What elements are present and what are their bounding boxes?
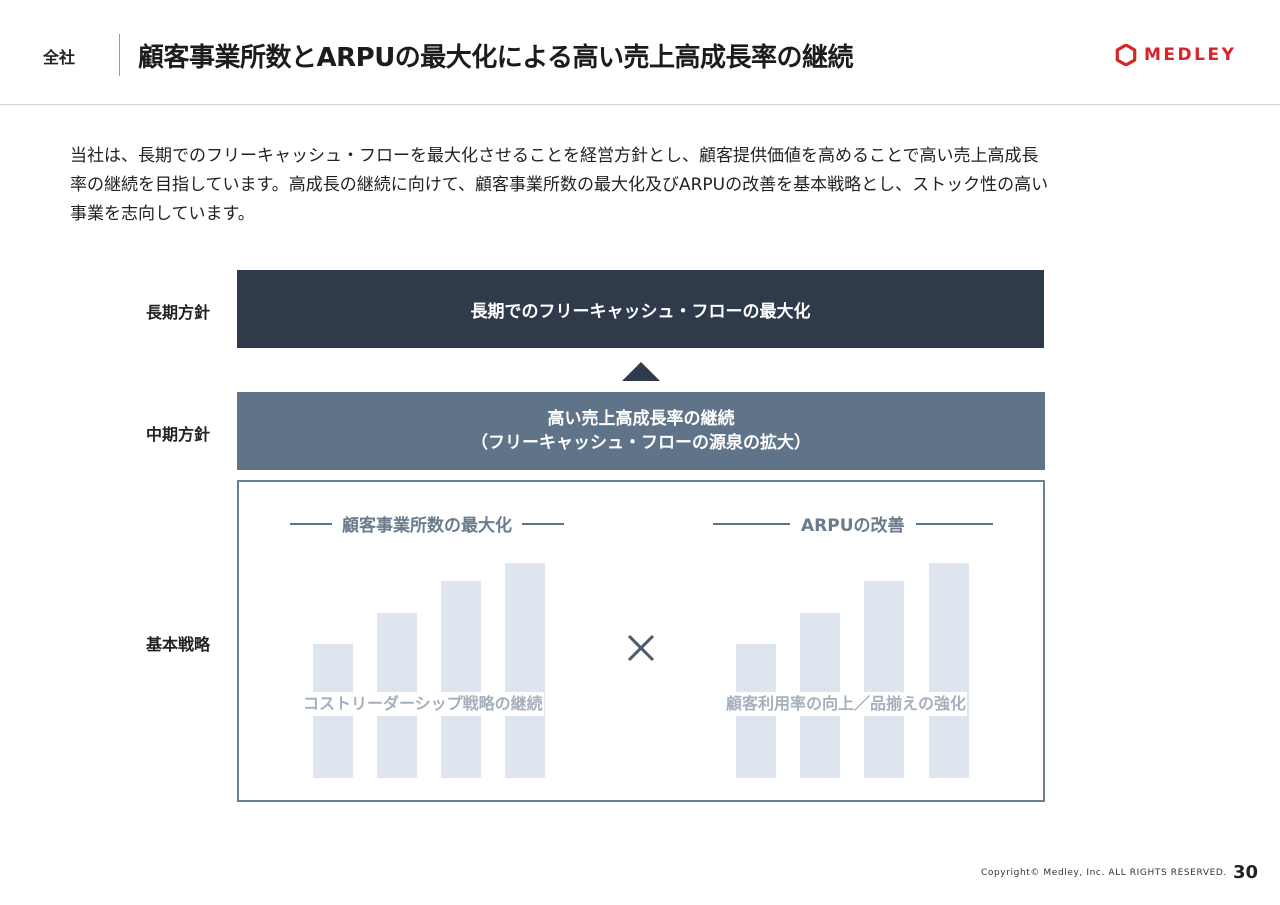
page-header: 全社 顧客事業所数とARPUの最大化による高い売上高成長率の継続 MEDLEY: [0, 0, 1280, 105]
logo-text: MEDLEY: [1144, 45, 1237, 65]
growth-bar: [929, 563, 969, 778]
mid-term-label: 中期方針: [146, 425, 211, 444]
page-title: 顧客事業所数とARPUの最大化による高い売上高成長率の継続: [138, 43, 854, 73]
up-arrow-icon: [622, 362, 660, 381]
right-strategy-heading: ARPUの改善: [713, 511, 993, 536]
intro-line: 当社は、長期でのフリーキャッシュ・フローを最大化させることを経営方針とし、顧客提…: [70, 146, 1039, 166]
header-divider: [119, 34, 120, 76]
left-strategy-heading: 顧客事業所数の最大化: [290, 511, 564, 536]
medley-logo-icon: [1115, 44, 1137, 66]
heading-rule: [915, 522, 993, 525]
heading-rule: [290, 522, 332, 525]
growth-bar: [864, 581, 904, 778]
medley-logo: MEDLEY: [1115, 43, 1236, 67]
long-term-label: 長期方針: [146, 303, 211, 322]
heading-rule: [522, 522, 564, 525]
left-strategy-title: 顧客事業所数の最大化: [342, 516, 512, 536]
right-strategy-caption: 顧客利用率の向上／品揃えの強化: [725, 692, 968, 716]
mid-term-box: 高い売上高成長率の継続 （フリーキャッシュ・フローの源泉の拡大）: [237, 392, 1045, 470]
long-term-text: 長期でのフリーキャッシュ・フローの最大化: [470, 301, 811, 322]
basic-strategy-box: [237, 480, 1045, 802]
growth-bar: [505, 563, 545, 778]
intro-paragraph: 当社は、長期でのフリーキャッシュ・フローを最大化させることを経営方針とし、顧客提…: [70, 142, 1220, 229]
intro-line: 率の継続を目指しています。高成長の継続に向けて、顧客事業所数の最大化及びARPU…: [70, 175, 1049, 195]
copyright: Copyright© Medley, Inc. ALL RIGHTS RESER…: [981, 868, 1227, 878]
page-number: 30: [1233, 862, 1259, 883]
basic-strategy-label: 基本戦略: [146, 635, 211, 654]
right-strategy-title: ARPUの改善: [801, 516, 905, 536]
left-strategy-caption: コストリーダーシップ戦略の継続: [302, 692, 544, 716]
growth-bar: [441, 581, 481, 778]
mid-term-line2: （フリーキャッシュ・フローの源泉の拡大）: [471, 433, 811, 453]
intro-line: 事業を志向しています。: [70, 204, 255, 224]
heading-rule: [713, 522, 790, 525]
long-term-box: 長期でのフリーキャッシュ・フローの最大化: [237, 270, 1044, 348]
mid-term-line1: 高い売上高成長率の継続: [547, 409, 735, 429]
section-tag: 全社: [43, 48, 76, 67]
multiply-icon: [627, 634, 655, 662]
